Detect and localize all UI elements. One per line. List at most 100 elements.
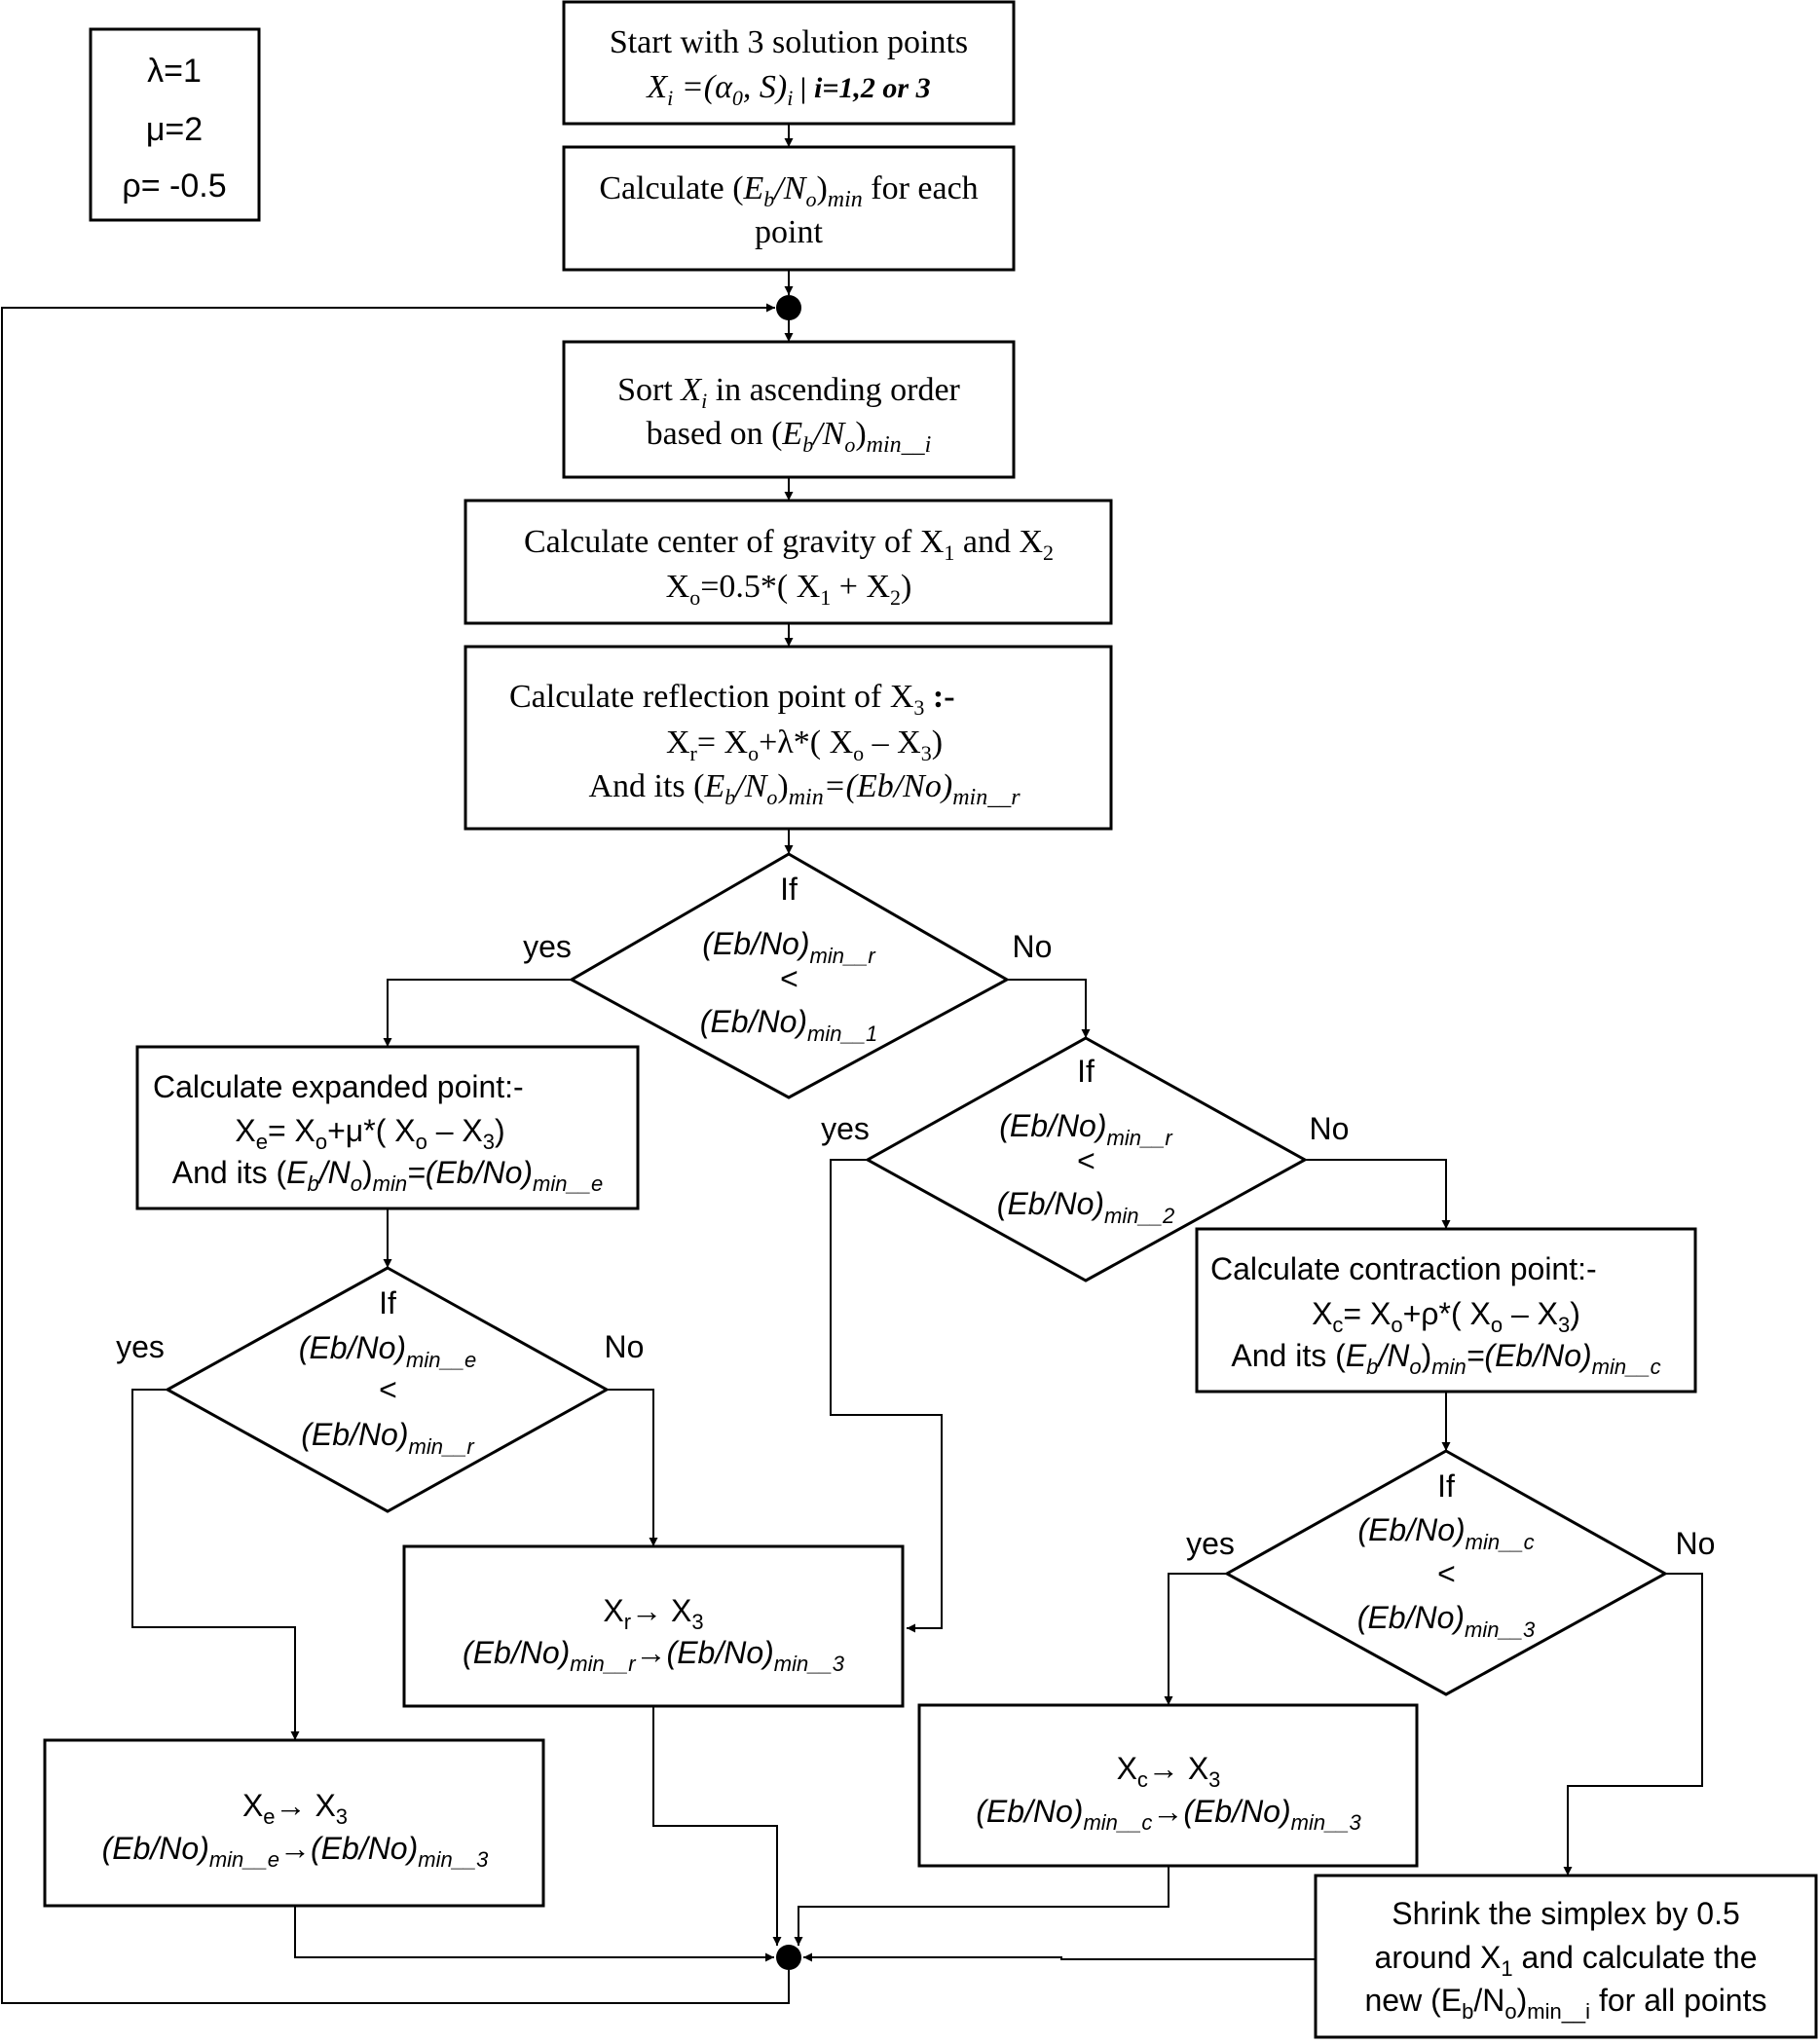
reflect-l2-s3: 3: [921, 741, 932, 765]
assign-r-min-b: min__3: [774, 1652, 845, 1676]
contract-end: ): [1570, 1296, 1580, 1331]
reflect-line3: And its (Eb/No)min=(Eb/No)min__r: [588, 768, 1021, 810]
contract-minus: – X: [1503, 1296, 1558, 1331]
calc-each-close: ): [816, 170, 827, 206]
reflect-eq: = X: [697, 725, 748, 761]
param-lambda: λ=1: [147, 53, 202, 90]
arrow-d4-no: [1563, 1573, 1703, 1876]
decision-3-top-sub: min__e: [406, 1348, 476, 1372]
expand-e: e: [256, 1130, 268, 1154]
decision-4-top: (Eb/No)min__c: [1357, 1512, 1534, 1554]
arrow-assign-e-to-join: [294, 1906, 774, 1962]
expand-line1: Calculate expanded point:-: [153, 1069, 524, 1104]
calc-each-min: min: [828, 187, 863, 212]
expand-end: ): [495, 1113, 505, 1148]
assign-c-line1: Xc→ X3: [1117, 1751, 1221, 1792]
assign-e-x: X: [242, 1788, 263, 1823]
decision-3: If (Eb/No)min__e < (Eb/No)min__r yes No: [116, 1266, 644, 1513]
expand-l3-n: N: [328, 1155, 352, 1190]
contract-l3-n-sub: o: [1409, 1355, 1421, 1379]
expand-box-frame: [135, 1045, 640, 1210]
decision-2-yes: yes: [821, 1111, 870, 1146]
calc-each-slash: /: [772, 170, 787, 206]
calc-each-box: Calculate (Eb/No)min for each point: [562, 145, 1016, 272]
shrink-l2-post: and calculate the: [1513, 1940, 1758, 1975]
assign-e-arrow2: →(Eb/No): [279, 1831, 418, 1866]
contract-l3-e: E: [1346, 1338, 1367, 1373]
decision-1-top-sub: min__r: [810, 944, 877, 968]
contract-line1: Calculate contraction point:-: [1210, 1251, 1597, 1286]
expand-box: Calculate expanded point:- Xe= Xo+μ*( Xo…: [135, 1045, 640, 1210]
shrink-l3-post: for all points: [1590, 1983, 1766, 2018]
decision-2-no: No: [1310, 1111, 1350, 1146]
start-x: X: [645, 69, 668, 105]
sort-slash: /: [811, 416, 826, 452]
decision-2-diamond: [864, 1036, 1309, 1282]
expand-line3: And its (Eb/No)min=(Eb/No)min__e: [172, 1155, 603, 1196]
sort-box-frame: [562, 340, 1016, 479]
loop-junction-top: [776, 295, 801, 320]
decision-4-bottom-sub: min__3: [1465, 1617, 1536, 1642]
assign-c-line2: (Eb/No)min__c→(Eb/No)min__3: [976, 1794, 1361, 1835]
reflect-minus: – X: [864, 725, 921, 761]
reflection-box: Calculate reflection point of X3 :- Xr= …: [464, 645, 1113, 831]
decision-1-if: If: [780, 872, 798, 907]
expand-l3-e-sub: b: [308, 1171, 319, 1196]
shrink-line2: around X1 and calculate the: [1375, 1940, 1758, 1981]
start-box-frame: [562, 0, 1016, 126]
assign-e-line1: Xe→ X3: [242, 1788, 348, 1829]
expand-l3-slash: /: [317, 1155, 331, 1190]
decision-3-if: If: [379, 1285, 396, 1320]
contract-s3: 3: [1558, 1313, 1570, 1337]
reflect-n: N: [744, 768, 769, 804]
expand-o2: o: [416, 1130, 427, 1154]
reflection-box-frame: [464, 645, 1113, 831]
decision-2-top-sub: min__r: [1107, 1126, 1174, 1150]
assign-r-sub: r: [624, 1610, 631, 1634]
parameter-box-frame: [89, 27, 261, 222]
expand-line2: Xe= Xo+μ*( Xo – X3): [235, 1113, 504, 1154]
assign-e-line2: (Eb/No)min__e→(Eb/No)min__3: [102, 1831, 490, 1872]
reflect-slash: /: [733, 768, 748, 804]
centroid-l2-plus: + X: [831, 569, 890, 605]
connectors: [1, 124, 1703, 2004]
reflect-o2: o: [853, 741, 864, 765]
assign-c-x: X: [1117, 1751, 1137, 1786]
contract-c: c: [1332, 1313, 1343, 1337]
shrink-line3: new (Eb/No)min__i for all points: [1365, 1983, 1767, 2024]
contract-line2: Xc= Xo+ρ*( Xo – X3): [1312, 1296, 1580, 1337]
decision-4-bottom: (Eb/No)min__3: [1357, 1600, 1536, 1642]
decision-4-diamond: [1223, 1449, 1669, 1696]
expand-l3-e: E: [286, 1155, 308, 1190]
sort-line1: Sort Xi in ascending order: [617, 372, 960, 413]
reflect-colon: :-: [924, 679, 954, 715]
assign-c-min-a: min__c: [1083, 1810, 1152, 1835]
calc-each-n-sub: o: [805, 187, 816, 211]
start-box: Start with 3 solution points Xi =(α0, S)…: [562, 0, 1016, 126]
decision-1-bottom-sub: min__1: [807, 1022, 877, 1046]
centroid-box-frame: [464, 499, 1113, 625]
arrow-d3-no: [607, 1389, 658, 1546]
decision-1-no: No: [1013, 929, 1053, 964]
start-alpha: α: [715, 69, 733, 105]
reflect-line1: Calculate reflection point of X3 :-: [509, 679, 955, 720]
reflect-r: r: [690, 741, 698, 765]
sort-e: E: [781, 416, 802, 452]
decision-2-bottom-ebno: (Eb/No): [997, 1186, 1104, 1221]
decision-1-top: (Eb/No)min__r: [702, 926, 876, 968]
contract-l3-e-sub: b: [1366, 1355, 1378, 1379]
expand-l3-min: min: [373, 1171, 407, 1196]
contract-o: o: [1391, 1313, 1402, 1337]
assign-r-arrow2: →(Eb/No): [636, 1635, 774, 1670]
contract-o2: o: [1491, 1313, 1503, 1337]
sort-box: Sort Xi in ascending order based on (Eb/…: [562, 340, 1016, 479]
decision-2: If (Eb/No)min__r < (Eb/No)min__2 yes No: [821, 1036, 1350, 1282]
reflect-l2-end: ): [932, 725, 943, 761]
assign-e-ebno: (Eb/No): [102, 1831, 209, 1866]
assign-r-x: X: [603, 1593, 623, 1628]
assign-e-s3: 3: [336, 1804, 348, 1829]
assign-c-box-frame: [917, 1703, 1419, 1868]
calc-each-box-frame: [562, 145, 1016, 272]
reflect-mid: +λ*( X: [759, 725, 853, 761]
shrink-line1: Shrink the simplex by 0.5: [1392, 1896, 1740, 1931]
